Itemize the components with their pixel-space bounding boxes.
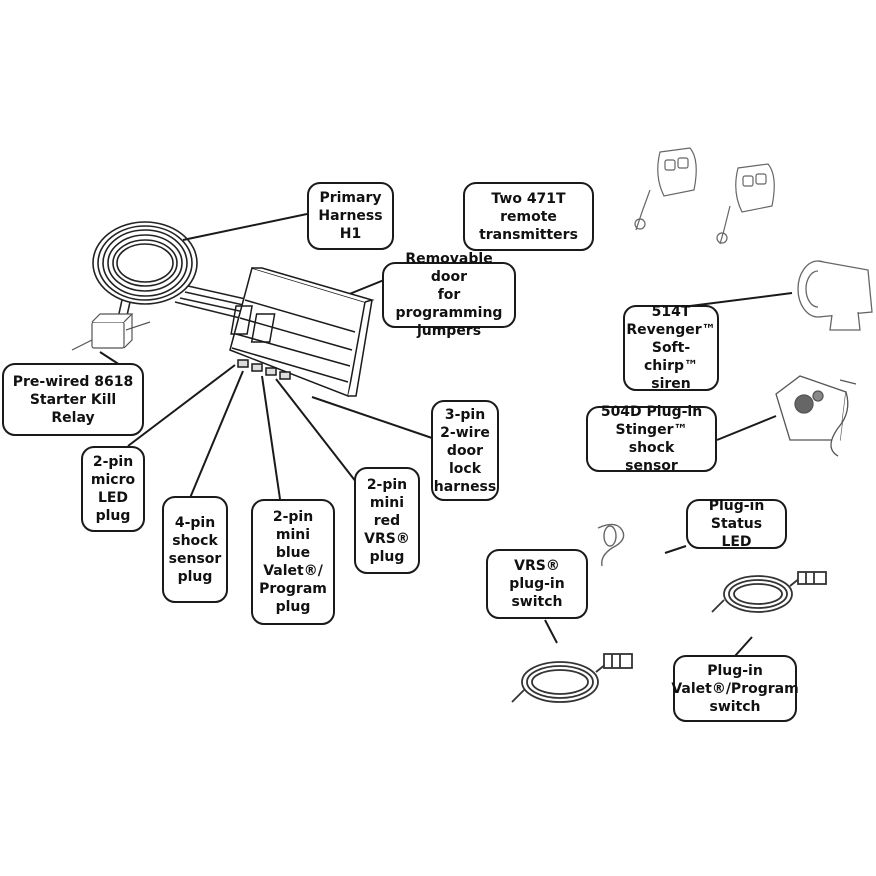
shock-sensor-icon	[775, 375, 857, 457]
vrs-plug-label: 2-pin mini red VRS® plug	[354, 467, 420, 574]
starter-kill-relay-label: Pre-wired 8618 Starter Kill Relay	[2, 363, 144, 436]
relay-icon	[71, 313, 151, 351]
siren-icon	[797, 260, 873, 331]
valet-program-plug-label: 2-pin mini blue Valet®/ Program plug	[251, 499, 335, 625]
switch-wire-icon	[511, 653, 633, 703]
vrs-switch-label: VRS® plug-in switch	[486, 549, 588, 619]
leader-lines	[99, 213, 793, 657]
transmitters-label: Two 471T remote transmitters	[463, 182, 594, 251]
led-wire-icon	[597, 523, 625, 567]
switch-wire-icon	[711, 571, 827, 613]
micro-led-plug-label: 2-pin micro LED plug	[81, 446, 145, 532]
shock-sensor-plug-label: 4-pin shock sensor plug	[162, 496, 228, 603]
harness-coil-icon	[92, 221, 251, 321]
control-module-icon	[229, 267, 375, 398]
door-lock-harness-label: 3-pin 2-wire door lock harness	[431, 400, 499, 501]
siren-label: 514T Revenger™ Soft-chirp™ siren	[623, 304, 719, 392]
removable-door-label: Removable door for programming jumpers	[382, 251, 516, 339]
remote-transmitter-icon	[634, 147, 775, 245]
shock-sensor-label: 504D Plug-in Stinger™ shock sensor	[586, 404, 717, 474]
status-led-label: Plug-in Status LED	[686, 498, 787, 550]
primary-harness-label: Primary Harness H1	[307, 182, 394, 250]
valet-switch-label: Plug-in Valet®/Program switch	[671, 655, 799, 722]
